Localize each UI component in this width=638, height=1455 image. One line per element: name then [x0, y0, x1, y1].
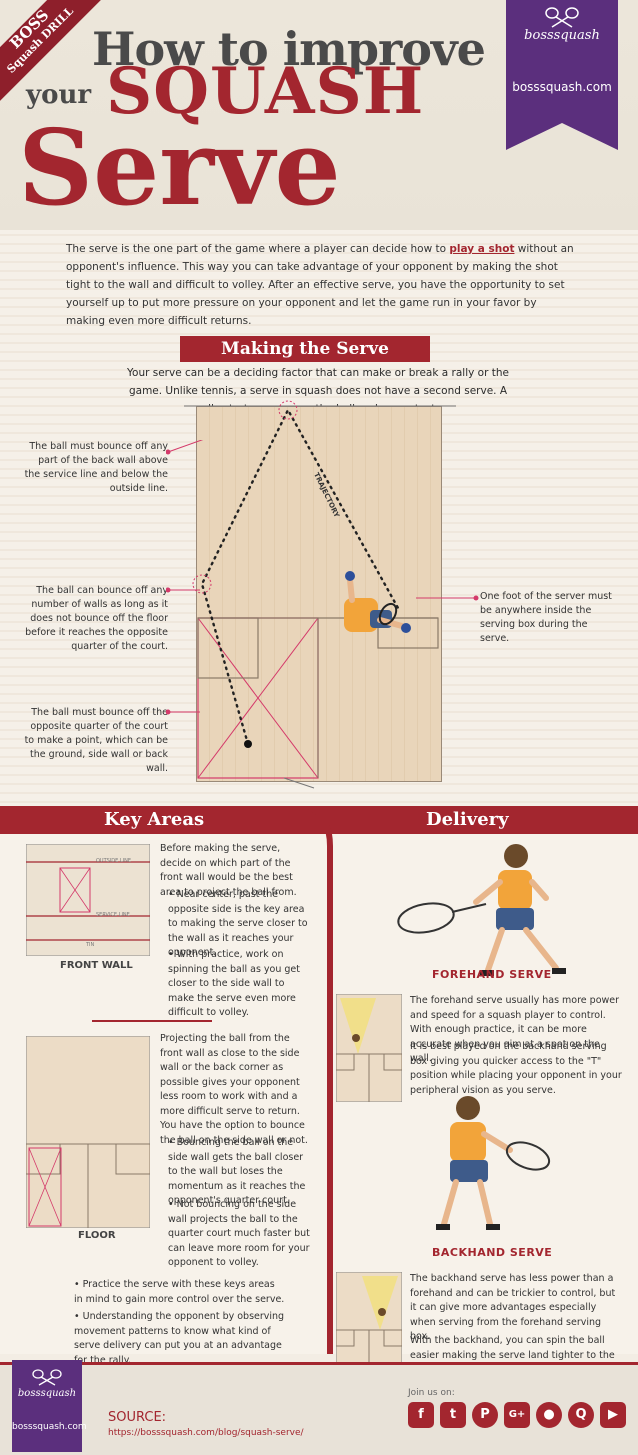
reddit-icon[interactable]: ● — [536, 1402, 562, 1428]
key-areas-bullet-6: • Understanding the opponent by observin… — [74, 1311, 285, 1366]
play-a-shot-link[interactable]: play a shot — [449, 243, 515, 255]
crossed-rackets-icon — [32, 1369, 62, 1386]
note-quarter: The ball must bounce off the opposite qu… — [24, 707, 168, 774]
server-player-figure — [344, 571, 411, 633]
key-areas-bullet-1: • Near center, past the opposite side is… — [168, 889, 308, 958]
footer-logo-text: bosssquash — [17, 1388, 77, 1399]
brand-site: bosssquash.com — [512, 80, 612, 94]
court-lines-svg — [184, 400, 456, 789]
crossed-rackets-icon — [545, 7, 579, 28]
backhand-court-diagram — [336, 1272, 402, 1372]
section-divider — [306, 806, 333, 1354]
google-plus-icon[interactable]: G+ — [504, 1402, 530, 1428]
key-areas-bullet-2: • With practice, work on spinning the ba… — [168, 949, 300, 1018]
forehand-court-diagram — [336, 994, 402, 1102]
key-areas-text-2: Projecting the ball from the front wall … — [160, 1033, 308, 1146]
note-walls: The ball can bounce off any number of wa… — [25, 585, 168, 652]
title-your: your — [26, 80, 92, 110]
title-line-1: How to improve — [92, 22, 486, 76]
footer-logo[interactable]: bosssquash bosssquash.com — [12, 1360, 87, 1452]
forehand-text-1: The forehand serve usually has more powe… — [410, 995, 620, 1064]
callout-connectors — [166, 440, 479, 715]
twitter-icon[interactable]: t — [440, 1402, 466, 1428]
key-areas-bullet-5: • Practice the serve with these keys are… — [74, 1279, 285, 1305]
title-squash: SQUASH — [106, 54, 425, 129]
source-url[interactable]: https://bosssquash.com/blog/squash-serve… — [108, 1428, 304, 1438]
delivery-title: Delivery — [426, 809, 509, 830]
key-areas-bullet-3: • Bouncing the ball on the side wall get… — [168, 1137, 306, 1206]
key-areas-bullet-4: • Not bouncing on the side wall projects… — [168, 1199, 310, 1268]
join-us-label: Join us on: — [408, 1388, 455, 1398]
youtube-icon[interactable]: ▶ — [600, 1402, 626, 1428]
floor-label: FLOOR — [78, 1230, 116, 1241]
forehand-player-figure — [397, 844, 566, 976]
title-serve: Serve — [18, 106, 341, 229]
backhand-title: BACKHAND SERVE — [432, 1246, 553, 1259]
squash-court-diagram — [196, 406, 442, 782]
note-foot: One foot of the server must be anywhere … — [480, 591, 612, 644]
source-label: SOURCE: — [108, 1410, 167, 1425]
backhand-text-1: The backhand serve has less power than a… — [410, 1273, 616, 1342]
floor-diagram — [26, 1036, 150, 1228]
backhand-player-figure — [436, 1096, 551, 1230]
making-serve-title: Making the Serve — [180, 336, 430, 362]
note-back-wall: The ball must bounce off any part of the… — [24, 441, 168, 494]
key-areas-text-1: Before making the serve, decide on which… — [160, 843, 297, 898]
pinterest-icon[interactable]: P — [472, 1402, 498, 1428]
brand-logo-text: bosssquash — [524, 28, 600, 43]
quora-icon[interactable]: Q — [568, 1402, 594, 1428]
intro-paragraph: The serve is the one part of the game wh… — [66, 243, 574, 327]
tin-label: TIN — [86, 942, 95, 948]
footer-site: bosssquash.com — [12, 1422, 87, 1432]
facebook-icon[interactable]: f — [408, 1402, 434, 1428]
divider-line — [92, 1020, 212, 1022]
front-wall-label: FRONT WALL — [60, 960, 133, 971]
outside-line-label: OUTSIDE LINE — [96, 858, 132, 864]
forehand-title: FOREHAND SERVE — [432, 968, 552, 981]
forehand-text-2: It is best played on the backhand servin… — [410, 1041, 622, 1096]
service-line-label: SERVICE LINE — [96, 912, 130, 918]
key-areas-title: Key Areas — [104, 809, 205, 830]
footer — [0, 1362, 638, 1455]
front-wall-diagram — [26, 844, 150, 956]
